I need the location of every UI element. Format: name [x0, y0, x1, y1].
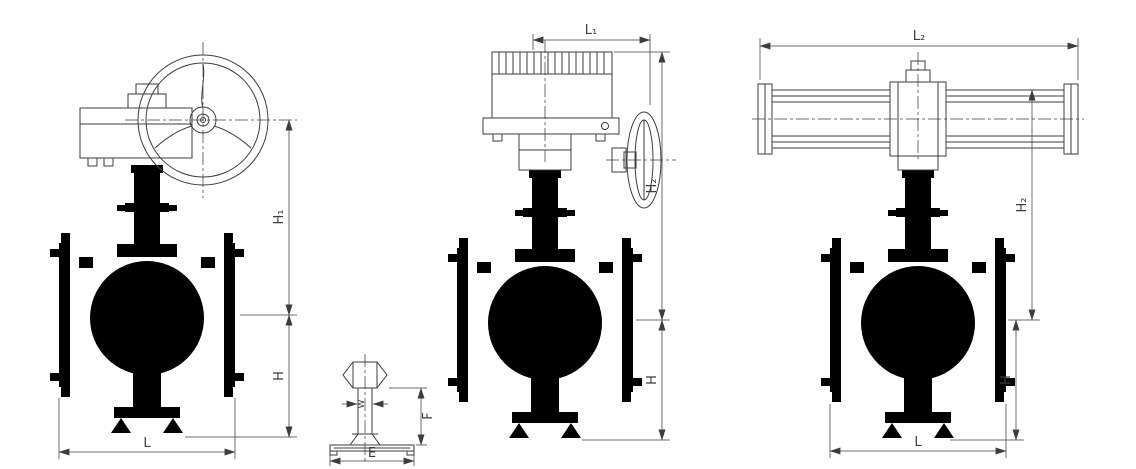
dimension-l2: L₂ — [759, 29, 1079, 80]
gear-operated-valve-view: H₁ H L — [35, 42, 297, 459]
dimension-h-pneumatic: H — [950, 319, 1024, 441]
dim-label-h1: H₁ — [272, 210, 287, 225]
dimension-h-electric: H — [582, 319, 670, 441]
dim-label-h-pneumatic: H — [999, 375, 1014, 385]
dim-label-h-gear: H — [272, 371, 287, 381]
dimension-l-pneumatic: L — [829, 404, 1007, 458]
valve-body — [806, 162, 1030, 448]
dimension-w: W — [342, 399, 388, 408]
dim-label-l-pneumatic: L — [914, 435, 922, 450]
dimension-l-gear: L — [58, 398, 236, 459]
dimension-h1: H₁ — [240, 119, 297, 316]
mounting-pad-detail-view: W F E — [329, 354, 436, 466]
dimension-h2-electric: H₂ — [614, 51, 670, 321]
dimension-h2-pneumatic: H₂ — [1008, 89, 1040, 321]
dimension-e: E — [329, 446, 415, 466]
pad-body — [329, 361, 415, 456]
valve-body — [35, 157, 259, 443]
pneumatic-actuator-valve-view: L₂ H₂ H L — [752, 29, 1084, 458]
dim-label-l-gear: L — [143, 436, 151, 451]
dim-label-w: W — [357, 399, 367, 408]
valve-body — [433, 162, 657, 448]
dim-label-f: F — [421, 412, 436, 419]
dim-label-h2-electric: H₂ — [645, 179, 660, 194]
handwheel — [125, 42, 297, 198]
dim-label-h2-pneumatic: H₂ — [1015, 198, 1030, 213]
dimension-f: F — [389, 387, 436, 446]
worm-gearbox — [79, 83, 193, 167]
dim-label-l2: L₂ — [913, 29, 925, 44]
electric-actuator-valve-view: L₁ H₂ H — [433, 23, 676, 448]
dim-label-l1: L₁ — [585, 23, 597, 38]
dim-label-e: E — [368, 446, 376, 461]
dimension-h-gear: H — [185, 314, 297, 438]
declutch-handwheel — [606, 111, 676, 209]
dim-label-h-electric: H — [645, 375, 660, 385]
dimension-l1: L₁ — [532, 23, 651, 105]
electric-actuator — [482, 51, 620, 171]
